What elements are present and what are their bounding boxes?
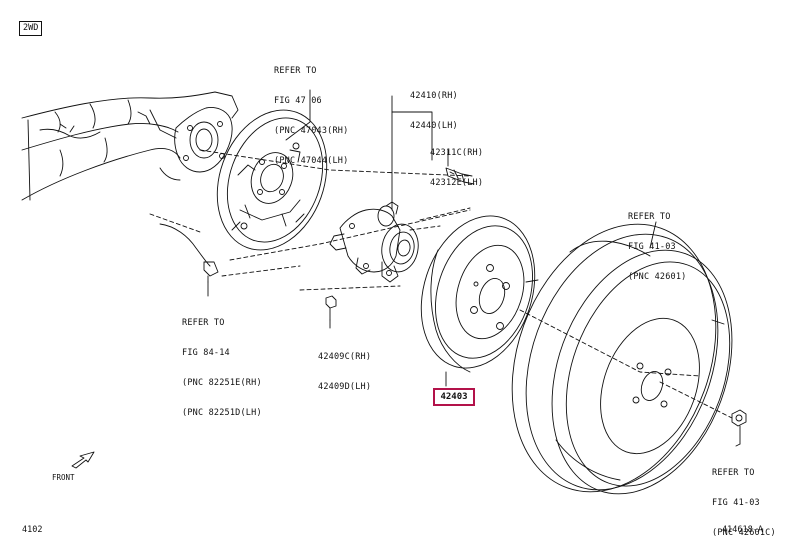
wheel-nut-drawing bbox=[731, 409, 747, 445]
label-hub-part: 42410(RH) 42440(LH) bbox=[410, 91, 458, 131]
footer-left-code: 4102 bbox=[22, 525, 43, 535]
label-hub-bolt-part: 42311C(RH) 42312E(LH) bbox=[430, 148, 484, 188]
label-brake-plate-ref: REFER TO FIG 47 06 (PNC 47043(RH) (PNC 4… bbox=[274, 66, 349, 166]
leader-lines bbox=[207, 89, 741, 447]
drive-type-badge: 2WD bbox=[19, 21, 43, 36]
brake-backing-plate-drawing bbox=[216, 109, 328, 251]
label-sensor-ref: REFER TO FIG 84-14 (PNC 82251E(RH) (PNC … bbox=[182, 318, 262, 418]
footer-right-code: 414618-A bbox=[722, 525, 763, 535]
axle-beam-drawing bbox=[21, 91, 239, 201]
small-nut-drawing bbox=[325, 295, 337, 321]
hub-bearing-drawing bbox=[329, 201, 419, 283]
hub-bolt-drawing bbox=[445, 167, 475, 185]
front-arrow-icon bbox=[71, 451, 95, 469]
label-wheel-ref: REFER TO FIG 41-03 (PNC 42601) bbox=[628, 212, 687, 282]
wheel-drawing bbox=[511, 223, 733, 495]
assembly-axis-lines bbox=[149, 149, 733, 419]
highlighted-part-number[interactable]: 42403 bbox=[433, 388, 475, 406]
label-wheel-nut-ref: REFER TO FIG 41-03 (PNC 42601C) bbox=[712, 468, 776, 538]
sensor-cable-drawing bbox=[159, 223, 219, 283]
brake-drum-drawing bbox=[420, 215, 536, 373]
label-small-nut-part: 42409C(RH) 42409D(LH) bbox=[318, 352, 372, 392]
front-label: FRONT bbox=[52, 473, 75, 482]
